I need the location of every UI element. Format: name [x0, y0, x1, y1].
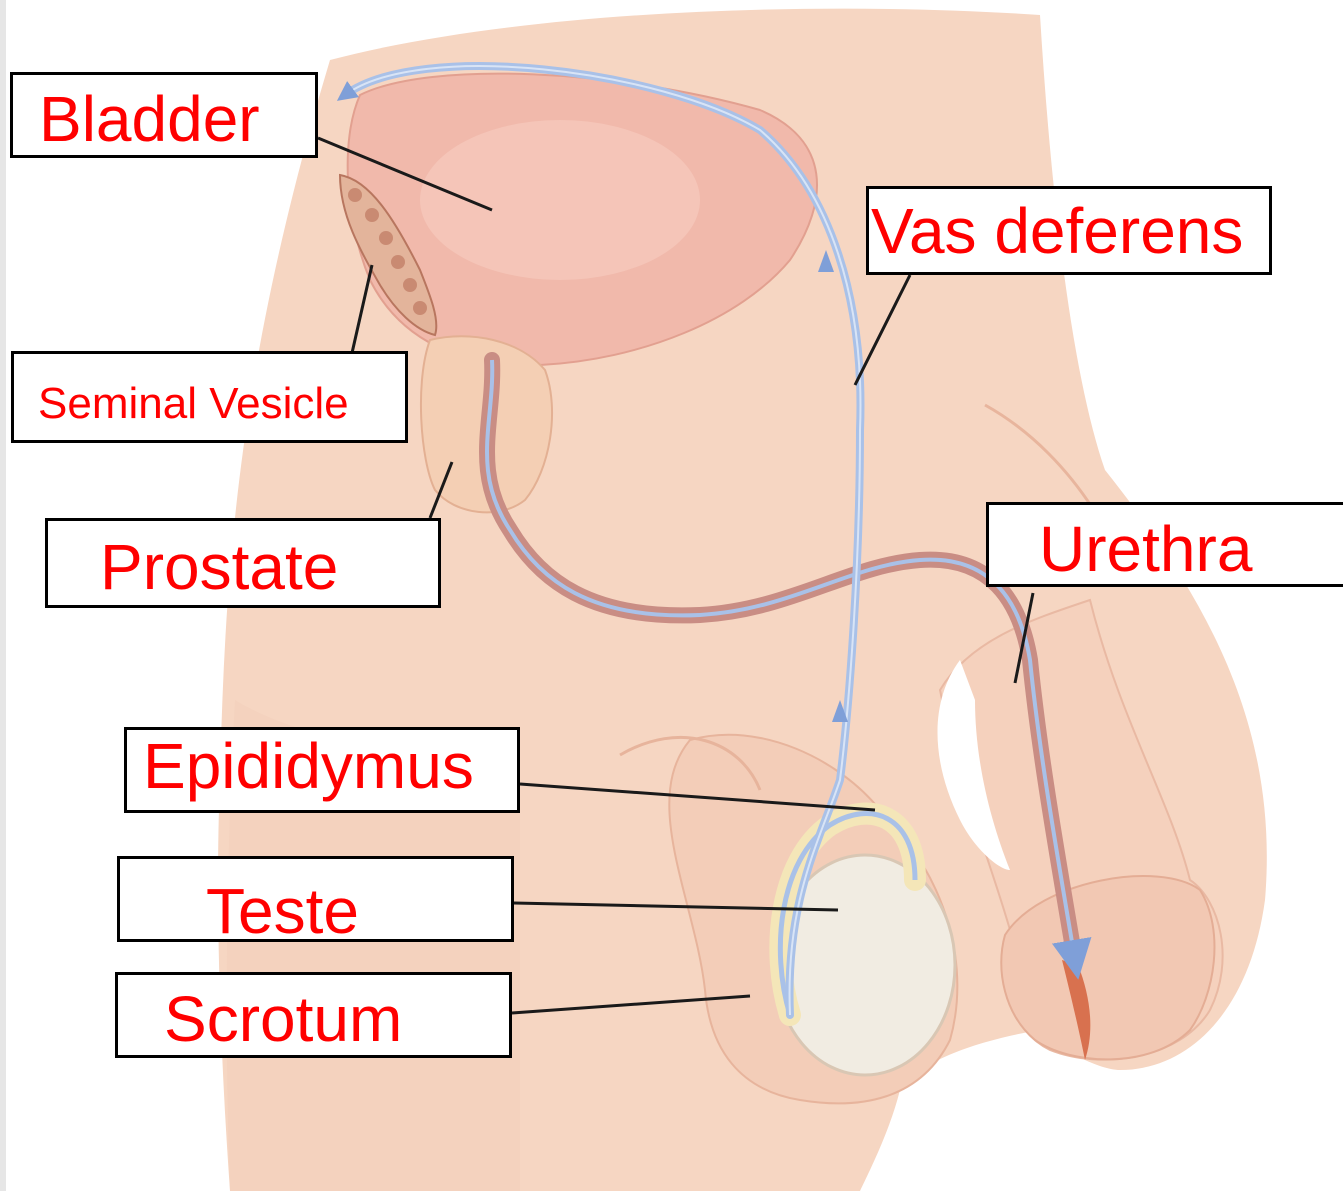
- label-bladder: Bladder: [10, 72, 318, 158]
- label-urethra: Urethra: [986, 502, 1343, 587]
- label-teste: Teste: [117, 856, 514, 942]
- label-prostate: Prostate: [45, 518, 441, 608]
- left-edge: [0, 0, 6, 1191]
- label-seminal-vesicle: Seminal Vesicle: [11, 351, 408, 443]
- bladder-highlight: [420, 120, 700, 280]
- label-epididymus: Epididymus: [124, 727, 520, 813]
- label-vas-deferens: Vas deferens: [866, 186, 1272, 275]
- label-scrotum: Scrotum: [115, 972, 512, 1058]
